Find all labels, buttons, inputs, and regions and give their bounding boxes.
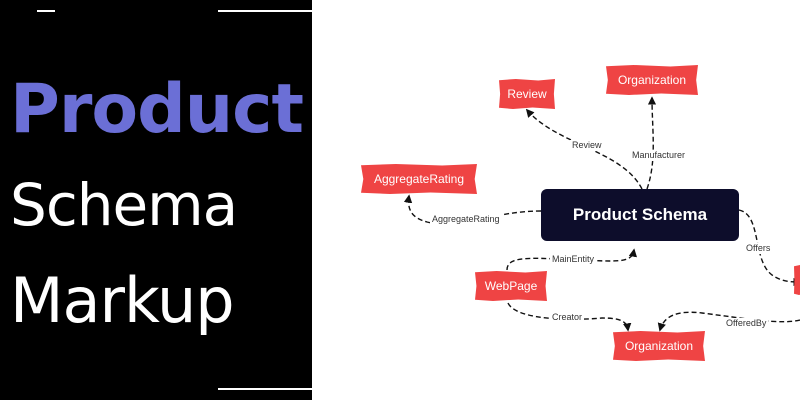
title-line-schema: Schema bbox=[10, 171, 238, 239]
node-organization-bottom: Organization bbox=[613, 331, 705, 361]
node-review: Review bbox=[499, 79, 555, 109]
top-left-rule bbox=[37, 10, 55, 12]
title-line-product: Product bbox=[10, 70, 304, 149]
edge-offers bbox=[738, 209, 800, 287]
node-organization-top: Organization bbox=[606, 65, 698, 95]
edge-offered-by bbox=[657, 311, 800, 332]
bottom-rule bbox=[218, 388, 312, 390]
schema-diagram: Review Organization AggregateRating Prod… bbox=[312, 0, 800, 400]
edge-label-offered-by: OfferedBy bbox=[724, 318, 769, 329]
edge-aggregate-rating bbox=[403, 194, 542, 225]
edge-manufacturer bbox=[646, 96, 657, 190]
edge-label-creator: Creator bbox=[550, 312, 585, 323]
edge-label-manufacturer: Manufacturer bbox=[630, 150, 688, 161]
node-webpage: WebPage bbox=[475, 271, 547, 301]
edge-label-main-entity: MainEntity bbox=[550, 254, 597, 265]
node-aggregate-rating: AggregateRating bbox=[361, 164, 477, 194]
edge-label-review: Review bbox=[570, 140, 604, 151]
edge-label-offers: Offers bbox=[744, 243, 773, 254]
title-line-markup: Markup bbox=[10, 264, 235, 337]
top-right-rule bbox=[218, 10, 312, 12]
edge-creator bbox=[507, 302, 632, 332]
edge-label-aggregate-rating: AggregateRating bbox=[430, 214, 502, 225]
node-offer-partial bbox=[794, 265, 800, 295]
node-product-schema: Product Schema bbox=[541, 189, 739, 241]
title-panel: Product Schema Markup bbox=[0, 0, 312, 400]
